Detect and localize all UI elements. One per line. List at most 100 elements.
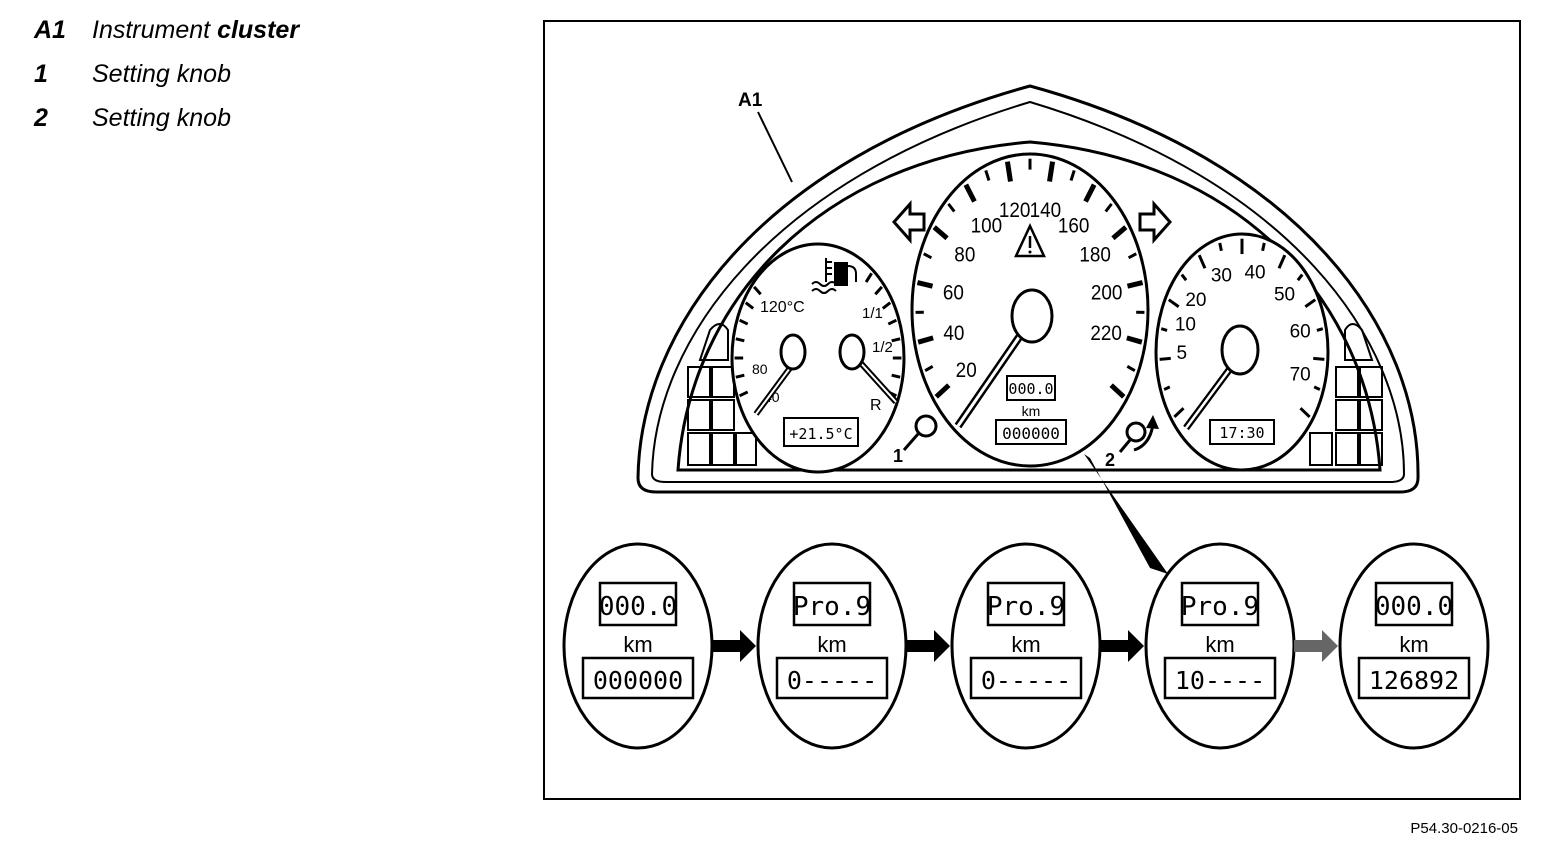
rpm-scale-label: 5 xyxy=(1177,343,1188,364)
temp-tick xyxy=(735,373,745,379)
sequence-arrow-icon xyxy=(1294,630,1338,662)
sequence-arrow-icon xyxy=(906,630,950,662)
rpm-tick xyxy=(1316,327,1324,332)
temp-label-80: 80 xyxy=(752,361,768,377)
sequence-bottom-display xyxy=(775,656,889,700)
speed-tick xyxy=(923,252,933,260)
temp-tick xyxy=(744,301,755,310)
speed-scale-label: 140 xyxy=(1030,199,1062,222)
speed-tick xyxy=(1047,161,1056,182)
speed-tick xyxy=(1069,169,1076,181)
rpm-scale-label: 20 xyxy=(1185,290,1206,311)
figure-code: P54.30-0216-05 xyxy=(1410,820,1518,837)
speed-scale-label: 180 xyxy=(1079,244,1111,267)
legend-key: 2 xyxy=(34,104,48,132)
temp-display-text: +21.5°C xyxy=(789,425,852,443)
sequence-bottom-text: 000000 xyxy=(593,666,683,695)
turn-right-arrow-icon xyxy=(1138,200,1173,244)
rpm-tick xyxy=(1277,254,1287,269)
sequence-unit: km xyxy=(1011,632,1040,657)
sequence-bottom-display xyxy=(581,656,695,700)
speed-scale-label: 160 xyxy=(1058,215,1090,238)
speed-scale-label: 60 xyxy=(943,281,964,304)
fuel-label-reserve: R xyxy=(870,397,882,414)
speed-tick xyxy=(1111,225,1128,241)
fuel-label-half: 1/2 xyxy=(872,339,893,356)
rpm-tick xyxy=(1197,254,1207,269)
speed-scale-label: 120 xyxy=(999,199,1031,222)
warning-triangle-icon xyxy=(1014,223,1046,258)
speed-tick xyxy=(1083,183,1097,203)
speed-tick xyxy=(984,169,991,181)
temp-display xyxy=(783,417,859,447)
rpm-tick xyxy=(1299,407,1311,419)
rpm-scale-label: 60 xyxy=(1290,322,1311,343)
sequence-top-text: 000.0 xyxy=(599,592,677,622)
sequence-top-text: Pro.9 xyxy=(987,592,1065,622)
legend-text-bold: cluster xyxy=(217,16,300,44)
fuel-label-full: 1/1 xyxy=(862,305,883,322)
sequence-arrow-icon xyxy=(712,630,756,662)
callout-knob-2: 2 xyxy=(1105,450,1115,470)
right-side-grid xyxy=(1309,323,1383,466)
speed-tick xyxy=(947,202,956,213)
sequence-bottom-text: 0----- xyxy=(981,666,1071,695)
cluster-housing-mid xyxy=(650,100,1406,483)
speed-scale-label: 40 xyxy=(943,322,964,345)
setting-knob-1 xyxy=(902,414,938,451)
speed-scale-label: 200 xyxy=(1091,281,1123,304)
rpm-tick xyxy=(1261,242,1266,252)
rpm-tick xyxy=(1160,327,1168,332)
temp-needle-hub xyxy=(779,333,807,371)
rpm-tick xyxy=(1313,385,1321,391)
rpm-scale-label: 70 xyxy=(1290,364,1311,385)
rpm-scale-label: 40 xyxy=(1244,262,1265,283)
temp-tick xyxy=(738,390,749,398)
speed-tick xyxy=(963,183,977,203)
legend-text: Instrument cluster xyxy=(92,16,299,45)
setting-knob-2 xyxy=(1118,421,1147,453)
rpm-tick xyxy=(1218,242,1223,252)
speed-scale-label: 20 xyxy=(956,359,977,382)
sequence-top-display xyxy=(1180,581,1260,627)
callout-knob-1: 1 xyxy=(893,446,903,466)
sequence-top-text: 000.0 xyxy=(1375,592,1453,622)
speed-tick xyxy=(934,383,951,399)
fuel-pump-icon xyxy=(834,262,857,286)
sequence-bottom-text: 10---- xyxy=(1175,666,1265,695)
trip-display xyxy=(1006,375,1056,401)
fuel-tick xyxy=(887,318,898,326)
rpm-tick xyxy=(1304,298,1317,308)
legend-text-part: Instrument xyxy=(92,16,211,44)
turn-left-arrow-icon xyxy=(891,200,926,244)
rpm-tick xyxy=(1167,298,1180,308)
zoom-leader-line xyxy=(1084,454,1168,574)
sequence-top-text: Pro.9 xyxy=(793,592,871,622)
speed-tick xyxy=(924,364,934,372)
speed-tick xyxy=(916,280,934,289)
callout-a1-leader xyxy=(757,111,793,183)
coolant-temp-icon xyxy=(811,258,837,294)
sequence-bottom-text: 126892 xyxy=(1369,666,1459,695)
fuel-tick xyxy=(891,337,901,343)
odometer-display-text: 000000 xyxy=(1002,424,1060,443)
sequence-top-display xyxy=(792,581,872,627)
rotate-arrow-icon xyxy=(1133,415,1159,452)
legend-row-1: 1 Setting knob xyxy=(34,60,299,104)
sequence-top-text: Pro.9 xyxy=(1181,592,1259,622)
rpm-scale-label: 10 xyxy=(1175,315,1196,336)
legend-row-a1: A1 Instrument cluster xyxy=(34,16,299,60)
fuel-tick xyxy=(864,272,873,283)
sequence-bottom-display xyxy=(969,656,1083,700)
callout-a1: A1 xyxy=(738,90,763,111)
legend-key: 1 xyxy=(34,60,48,88)
speed-tick xyxy=(1109,383,1126,399)
speedo-unit: km xyxy=(1022,403,1041,419)
speed-tick xyxy=(932,225,949,241)
rpm-scale-label: 30 xyxy=(1211,265,1232,286)
